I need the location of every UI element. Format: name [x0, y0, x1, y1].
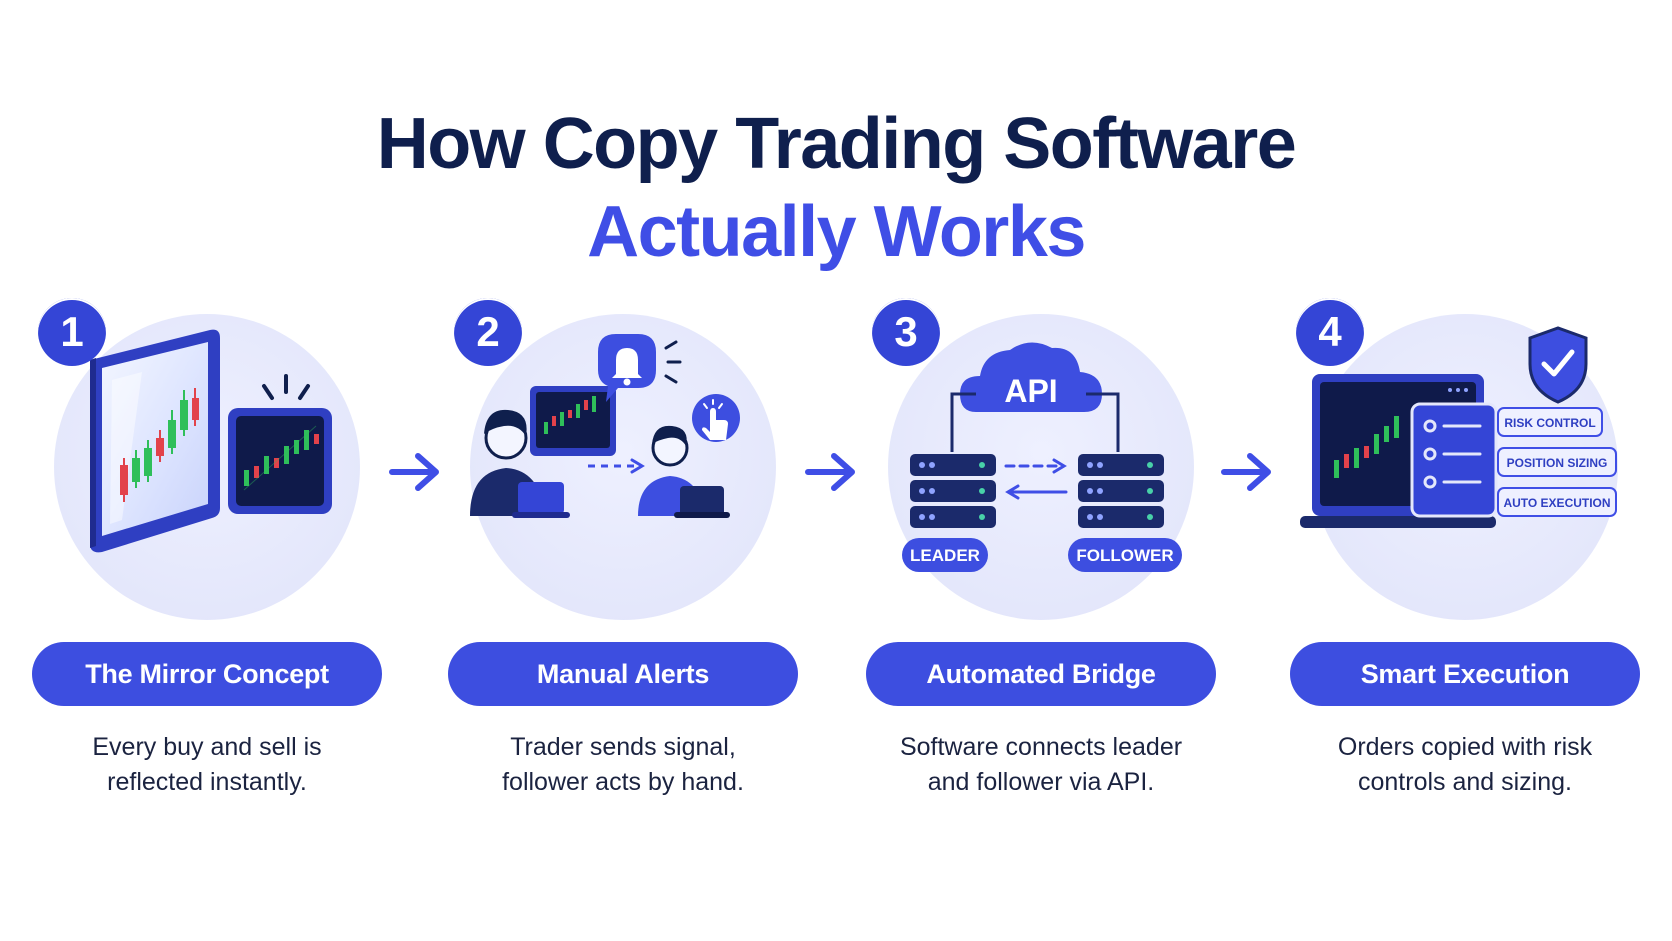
step-3: API LEADER — [866, 290, 1216, 810]
flow-arrow-icon — [1221, 453, 1271, 491]
shield-check-icon — [1528, 326, 1588, 404]
step-4-description: Orders copied with risk controls and siz… — [1290, 730, 1640, 800]
svg-text:AUTO EXECUTION: AUTO EXECUTION — [1503, 496, 1610, 510]
smart-execution-illustration: RISK CONTROL POSITION SIZING AUTO EXECUT… — [1300, 326, 1617, 528]
step-1-desc-line-2: reflected instantly. — [107, 768, 307, 796]
svg-text:FOLLOWER: FOLLOWER — [1076, 546, 1173, 565]
step-2-desc-line-2: follower acts by hand. — [502, 768, 744, 796]
step-4-label: Smart Execution — [1290, 642, 1640, 706]
step-2-description: Trader sends signal, follower acts by ha… — [448, 730, 798, 800]
api-label: API — [1004, 373, 1057, 409]
flow-arrow-icon — [389, 453, 439, 491]
server-icon — [1078, 454, 1164, 528]
step-1: 1 The Mirror Concept Every buy and sell … — [32, 290, 382, 810]
svg-text:LEADER: LEADER — [910, 546, 980, 565]
trader-icon — [470, 409, 570, 518]
settings-panel-icon — [1410, 402, 1498, 518]
step-1-desc-line-1: Every buy and sell is — [92, 733, 322, 761]
step-1-description: Every buy and sell is reflected instantl… — [32, 730, 382, 800]
follower-tag: FOLLOWER — [1068, 538, 1182, 572]
flow-arrow-icon — [805, 453, 855, 491]
page-title-line-1: How Copy Trading Software — [376, 104, 1297, 184]
feature-auto-execution: AUTO EXECUTION — [1497, 487, 1617, 517]
tap-icon — [692, 394, 740, 442]
step-2-desc-line-1: Trader sends signal, — [510, 733, 736, 761]
step-2: 2 Manual Alerts Trader sends signal, fol… — [448, 290, 798, 810]
svg-text:POSITION SIZING: POSITION SIZING — [1507, 456, 1608, 470]
automated-bridge-illustration: API LEADER — [902, 342, 1182, 572]
feature-risk-control: RISK CONTROL — [1497, 407, 1603, 437]
step-2-number-badge: 2 — [454, 298, 522, 366]
cloud-icon: API — [960, 342, 1102, 412]
leader-tag: LEADER — [902, 538, 988, 572]
step-4-desc-line-2: controls and sizing. — [1357, 768, 1572, 796]
sync-arrows-icon — [1004, 458, 1068, 500]
signal-monitor-icon — [530, 386, 616, 456]
follower-icon — [638, 425, 730, 518]
step-3-desc-line-1: Software connects leader — [899, 733, 1183, 761]
chart-tablet-icon — [228, 408, 332, 514]
step-3-description: Software connects leader and follower vi… — [866, 730, 1216, 800]
manual-alerts-illustration — [470, 334, 740, 518]
feature-position-sizing: POSITION SIZING — [1497, 447, 1617, 477]
mirror-icon — [90, 329, 332, 553]
step-1-label: The Mirror Concept — [32, 642, 382, 706]
mirror-candles — [120, 388, 199, 502]
bell-icon — [598, 334, 682, 402]
alert-burst-icon — [262, 374, 310, 400]
step-3-number-badge: 3 — [872, 298, 940, 366]
svg-text:RISK CONTROL: RISK CONTROL — [1504, 416, 1595, 430]
step-3-label: Automated Bridge — [866, 642, 1216, 706]
step-4: RISK CONTROL POSITION SIZING AUTO EXECUT… — [1290, 290, 1640, 810]
server-icon — [910, 454, 996, 528]
step-2-label: Manual Alerts — [448, 642, 798, 706]
step-4-desc-line-1: Orders copied with risk — [1337, 733, 1593, 761]
step-4-number-badge: 4 — [1296, 298, 1364, 366]
step-1-number-badge: 1 — [38, 298, 106, 366]
step-3-desc-line-2: and follower via API. — [927, 768, 1155, 796]
page-title-line-2: Actually Works — [587, 192, 1086, 272]
